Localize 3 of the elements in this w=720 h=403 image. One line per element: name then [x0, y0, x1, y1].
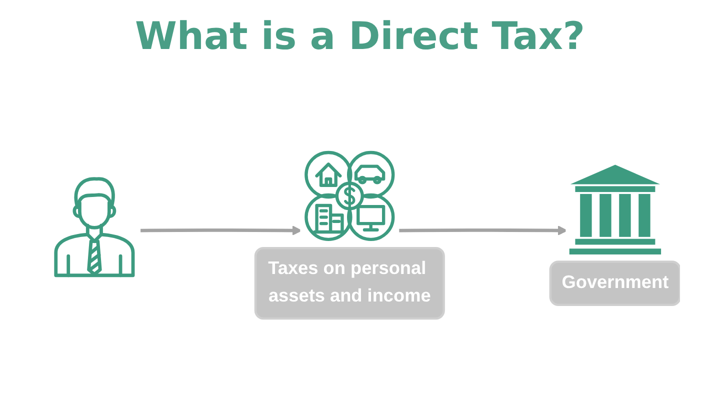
title: What is a Direct Tax?	[135, 14, 585, 58]
arrow	[398, 226, 568, 236]
arrow	[140, 226, 302, 236]
